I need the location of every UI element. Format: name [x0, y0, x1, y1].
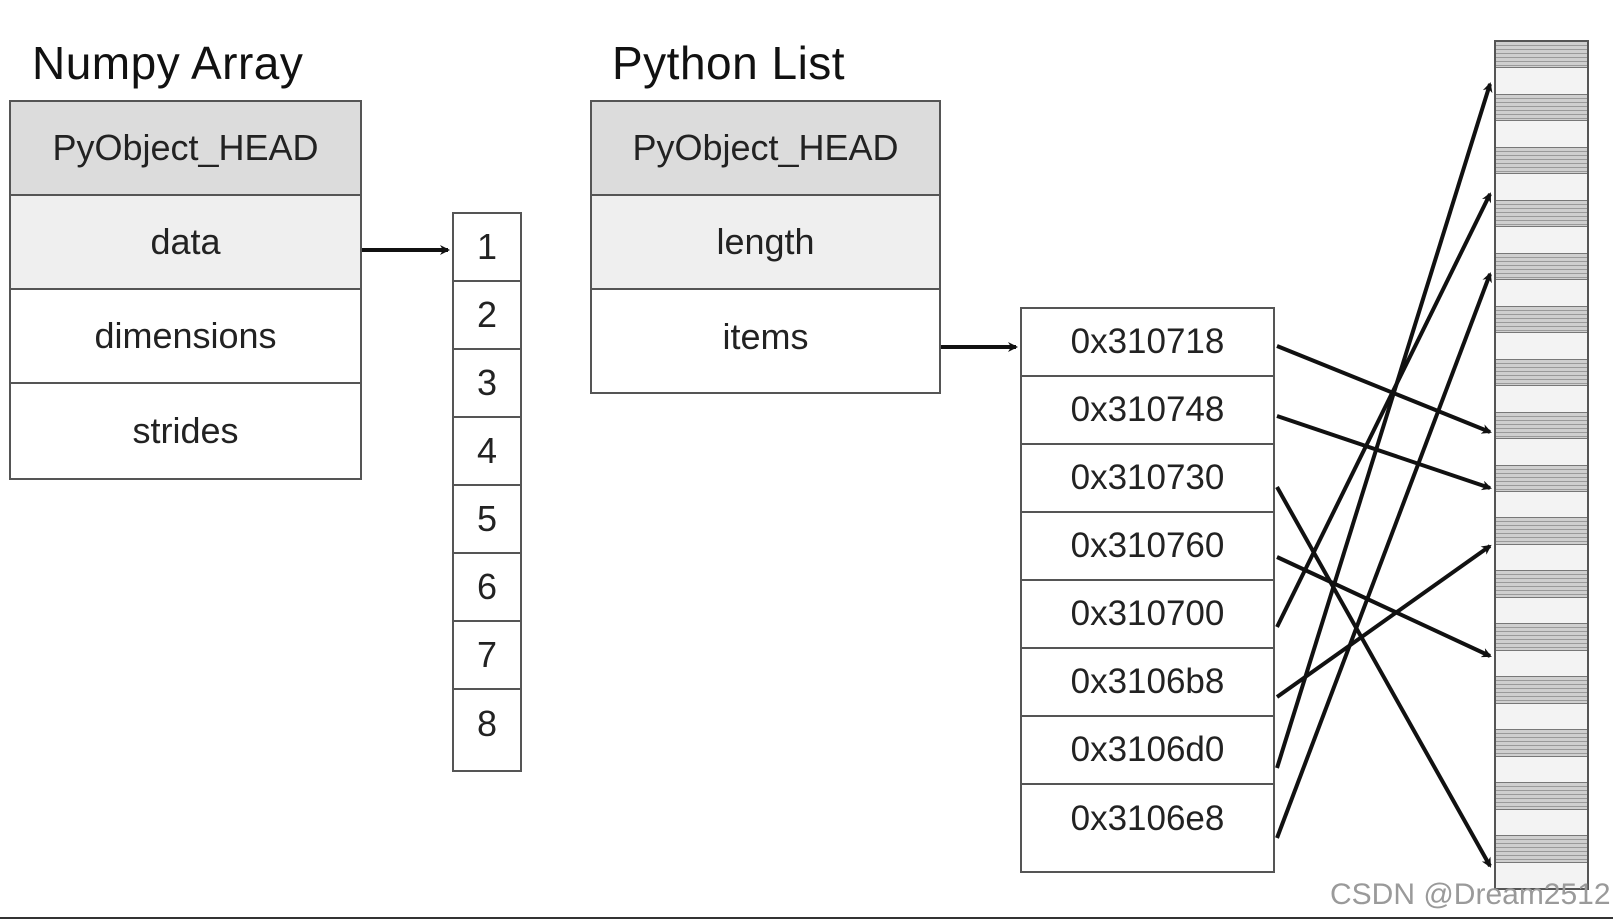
pointer-cell: 0x3106d0: [1022, 717, 1273, 785]
memory-gap: [1496, 386, 1587, 413]
memory-gap: [1496, 756, 1587, 784]
pointer-array: 0x310718 0x310748 0x310730 0x310760 0x31…: [1020, 307, 1275, 873]
data-value-cell: 7: [454, 622, 520, 690]
memory-gap: [1496, 703, 1587, 731]
pointer-cell: 0x3106b8: [1022, 649, 1273, 717]
memory-object-block: [1496, 200, 1587, 228]
numpy-array-struct: PyObject_HEAD data dimensions strides: [9, 100, 362, 480]
data-value-cell: 4: [454, 418, 520, 486]
pointer-arrow: [1275, 486, 1492, 868]
numpy-array-title: Numpy Array: [32, 37, 304, 89]
data-value-cell: 6: [454, 554, 520, 622]
memory-gap: [1496, 174, 1587, 201]
pointer-cell: 0x3106e8: [1070, 799, 1225, 838]
pointer-arrow: [1276, 555, 1492, 658]
memory-gap: [1496, 439, 1587, 466]
memory-gap: [1496, 227, 1587, 254]
numpy-field-data: data: [11, 196, 360, 290]
pylist-field-pyobject-head: PyObject_HEAD: [592, 102, 939, 196]
memory-object-block: [1496, 94, 1587, 122]
pointer-arrow: [1276, 344, 1492, 434]
memory-gap: [1496, 121, 1587, 148]
memory-object-block: [1496, 730, 1587, 757]
numpy-data-buffer: 1 2 3 4 5 6 7 8: [452, 212, 522, 772]
pointer-arrow: [1276, 414, 1492, 491]
memory-gap: [1496, 333, 1587, 360]
numpy-field-strides: strides: [11, 384, 360, 478]
data-value-cell: 1: [454, 214, 520, 282]
pointer-cell: 0x310730: [1022, 445, 1273, 513]
data-value-cell: 8: [476, 703, 498, 744]
memory-object-block: [1496, 677, 1587, 704]
memory-gap: [1496, 650, 1587, 678]
memory-object-block: [1496, 42, 1587, 69]
memory-object-block: [1496, 253, 1587, 281]
data-value-cell: 5: [454, 486, 520, 554]
memory-gap: [1496, 544, 1587, 572]
memory-object-block: [1496, 624, 1587, 651]
python-list-struct: PyObject_HEAD length items: [590, 100, 941, 394]
memory-gap: [1496, 597, 1587, 625]
memory-gap: [1496, 491, 1587, 519]
pointer-arrow: [1275, 272, 1492, 839]
bottom-rule: [0, 917, 1613, 919]
numpy-field-dimensions: dimensions: [11, 290, 360, 384]
watermark: CSDN @Dream2512: [1330, 878, 1611, 911]
pointer-cell: 0x310760: [1022, 513, 1273, 581]
memory-gap: [1496, 809, 1587, 837]
pointer-cell: 0x310700: [1022, 581, 1273, 649]
numpy-field-pyobject-head: PyObject_HEAD: [11, 102, 360, 196]
pointer-arrow: [1275, 544, 1492, 699]
memory-gap: [1496, 68, 1587, 95]
pointer-cell: 0x310718: [1022, 309, 1273, 377]
memory-object-block: [1496, 783, 1587, 810]
memory-gap: [1496, 280, 1587, 307]
pointer-arrow: [1275, 82, 1493, 769]
memory-object-block: [1496, 147, 1587, 175]
memory-object-block: [1496, 836, 1587, 863]
pointer-cell: 0x310748: [1022, 377, 1273, 445]
memory-gap: [1496, 862, 1587, 888]
pylist-field-length: length: [592, 196, 939, 290]
memory-object-block: [1496, 412, 1587, 440]
pylist-field-items: items: [592, 290, 939, 384]
data-value-cell: 2: [454, 282, 520, 350]
python-objects-memory: [1494, 40, 1589, 890]
data-value-cell: 3: [454, 350, 520, 418]
memory-object-block: [1496, 465, 1587, 492]
memory-object-block: [1496, 306, 1587, 334]
pointer-arrow: [1275, 192, 1492, 628]
memory-object-block: [1496, 518, 1587, 545]
python-list-title: Python List: [612, 37, 846, 89]
memory-object-block: [1496, 571, 1587, 598]
memory-object-block: [1496, 359, 1587, 387]
